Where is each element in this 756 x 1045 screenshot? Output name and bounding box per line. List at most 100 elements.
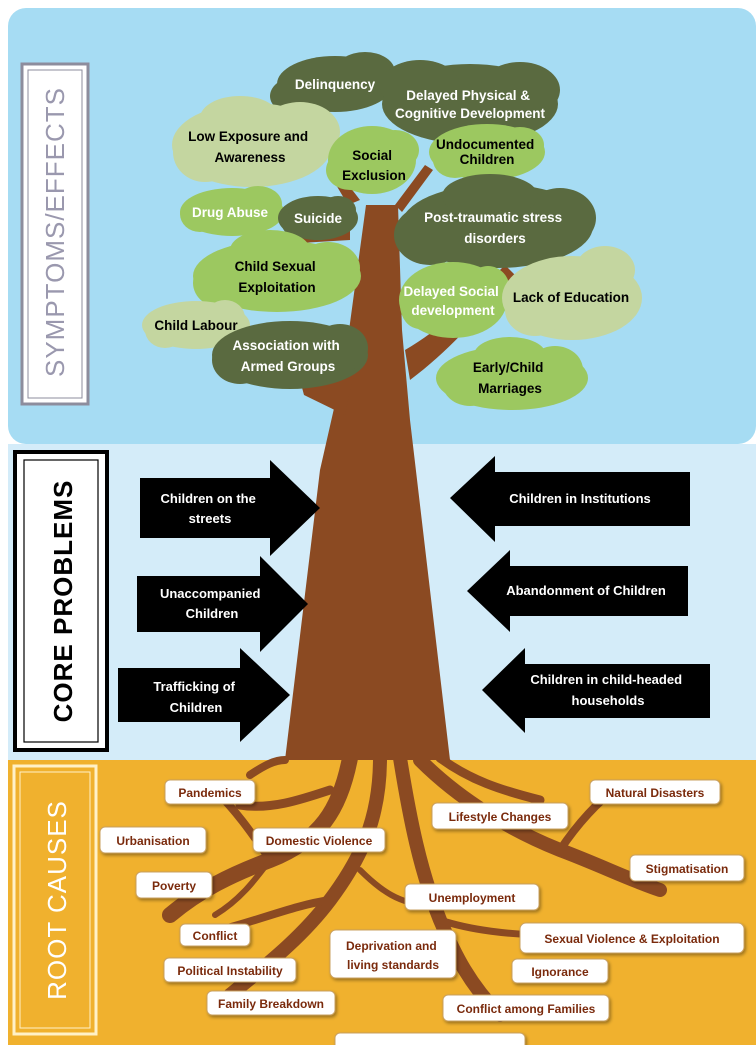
cloud-ptsd-line2: disorders — [464, 231, 526, 246]
root-pandemics — [164, 779, 256, 805]
svg-text:Children on the streets: Children on the streets — [161, 491, 260, 526]
root-conflict-label: Conflict — [193, 929, 238, 943]
arrow-child-headed-line2: households — [572, 693, 645, 708]
cloud-delayed-social-line2: development — [411, 303, 495, 318]
cloud-child-sexual-exploitation: Child Sexual Exploitation — [193, 230, 361, 312]
cloud-armed-groups-line2: Armed Groups — [241, 359, 336, 374]
cloud-child-sexual-line1: Child Sexual — [235, 259, 316, 274]
root-domestic-violence-label: Domestic Violence — [266, 834, 373, 848]
cloud-delayed-physical-line1: Delayed Physical & — [406, 88, 530, 103]
svg-text:Social Exclusion: Social Exclusion — [342, 148, 406, 183]
cloud-drug-abuse-label: Drug Abuse — [192, 205, 268, 220]
arrow-unaccompanied-line2: Children — [186, 606, 239, 621]
cloud-suicide-label: Suicide — [294, 211, 343, 226]
svg-text:Delayed Social developme: Delayed Social development — [403, 284, 502, 318]
cloud-social-exclusion: Social Exclusion — [326, 126, 419, 194]
cloud-delayed-social: Delayed Social development — [399, 262, 510, 338]
arrow-streets-line1: Children on the — [161, 491, 256, 506]
svg-text:Undocumented Children: Undocumented Children — [436, 137, 538, 167]
cloud-social-exclusion-line2: Exclusion — [342, 168, 406, 183]
svg-text:Trafficking of Children: Trafficking of Children — [153, 679, 238, 715]
root-partial-box — [334, 1032, 526, 1045]
root-sexual-violence-label: Sexual Violence & Exploitation — [544, 932, 719, 946]
cloud-delayed-physical-line2: Cognitive Development — [395, 106, 546, 121]
root-lifestyle-label: Lifestyle Changes — [449, 810, 552, 824]
cloud-armed-groups-line1: Association with — [232, 338, 339, 353]
root-deprivation — [329, 929, 457, 979]
cloud-delayed-social-line1: Delayed Social — [403, 284, 498, 299]
root-urbanisation — [99, 826, 207, 854]
arrow-children-institutions: Children in Institutions — [450, 456, 690, 542]
root-causes-title-box: ROOT CAUSES — [12, 764, 98, 1036]
cloud-child-labour: Child Labour — [142, 300, 250, 349]
root-poverty — [135, 871, 213, 899]
root-family-breakdown-label: Family Breakdown — [218, 997, 324, 1011]
root-sexual-violence — [519, 922, 745, 954]
cloud-undocumented-line2: Children — [460, 152, 515, 167]
cloud-ptsd: Post-traumatic stress disorders — [394, 174, 596, 268]
root-causes-title: ROOT CAUSES — [42, 800, 72, 1000]
arrow-children-on-streets: Children on the streets — [140, 460, 320, 556]
cloud-low-exposure: Low Exposure and Awareness — [172, 96, 340, 187]
cloud-early-marriages-line2: Marriages — [478, 381, 542, 396]
svg-text:Delayed Physical & Cogni: Delayed Physical & Cognitive Development — [395, 88, 546, 121]
cloud-delayed-physical: Delayed Physical & Cognitive Development — [380, 60, 560, 144]
arrow-unaccompanied-children: Unaccompanied Children — [137, 556, 308, 652]
root-political-instability — [163, 957, 297, 983]
cloud-early-marriages-line1: Early/Child — [473, 360, 544, 375]
arrow-institutions-label: Children in Institutions — [509, 491, 651, 506]
cloud-suicide: Suicide — [278, 196, 358, 240]
cloud-delinquency-label: Delinquency — [295, 77, 376, 92]
root-deprivation-line1: Deprivation and — [346, 939, 437, 953]
root-domestic-violence — [252, 827, 386, 853]
root-natural-disasters — [589, 779, 721, 805]
cloud-low-exposure-line1: Low Exposure and — [188, 129, 308, 144]
cloud-undocumented-line1: Undocumented — [436, 137, 534, 152]
svg-text:Post-traumatic stress di: Post-traumatic stress disorders — [424, 210, 566, 246]
root-conflict-families — [442, 994, 610, 1022]
core-problems-title: CORE PROBLEMS — [48, 480, 78, 723]
root-lifestyle-changes — [431, 802, 569, 830]
root-pandemics-label: Pandemics — [178, 786, 242, 800]
svg-text:Unaccompanied Children: Unaccompanied Children — [160, 586, 264, 621]
cloud-child-labour-label: Child Labour — [154, 318, 238, 333]
svg-text:Child Sexual Exploitatio: Child Sexual Exploitation — [235, 259, 320, 295]
arrow-child-headed-line1: Children in child-headed — [530, 672, 682, 687]
arrow-streets-line2: streets — [189, 511, 232, 526]
root-conflict — [179, 923, 251, 947]
root-political-label: Political Instability — [177, 964, 283, 978]
cloud-lack-education-label: Lack of Education — [513, 290, 629, 305]
arrow-unaccompanied-line1: Unaccompanied — [160, 586, 260, 601]
arrow-abandonment-label: Abandonment of Children — [506, 583, 666, 598]
arrow-abandonment: Abandonment of Children — [467, 550, 688, 632]
cloud-low-exposure-line2: Awareness — [214, 150, 285, 165]
core-problems-title-box: CORE PROBLEMS — [13, 450, 109, 752]
root-deprivation-line2: living standards — [347, 958, 439, 972]
cloud-child-sexual-line2: Exploitation — [238, 280, 315, 295]
root-stigmatisation-label: Stigmatisation — [646, 862, 729, 876]
cloud-early-marriages: Early/Child Marriages — [436, 337, 588, 410]
root-family-breakdown — [206, 990, 336, 1016]
cloud-armed-groups: Association with Armed Groups — [212, 321, 368, 389]
arrow-trafficking: Trafficking of Children — [118, 648, 290, 742]
svg-text:Early/Child Marriages: Early/Child Marriages — [473, 360, 547, 396]
symptoms-title: SYMPTOMS/EFFECTS — [40, 87, 70, 377]
svg-text:Children in child-headed: Children in child-headed households — [530, 672, 685, 708]
svg-text:Deprivation and living sta: Deprivation and living standards — [346, 939, 440, 972]
arrow-trafficking-line1: Trafficking of — [153, 679, 235, 694]
arrow-child-headed: Children in child-headed households — [482, 648, 710, 733]
root-natural-disasters-label: Natural Disasters — [606, 786, 705, 800]
cloud-undocumented: Undocumented Children — [429, 124, 545, 180]
cloud-lack-education: Lack of Education — [502, 246, 642, 340]
symptoms-title-box: SYMPTOMS/EFFECTS — [20, 62, 90, 406]
root-ignorance — [511, 958, 609, 984]
root-ignorance-label: Ignorance — [531, 965, 589, 979]
root-urbanisation-label: Urbanisation — [116, 834, 189, 848]
root-stigmatisation — [629, 854, 745, 882]
svg-text:Association with Armed G: Association with Armed Groups — [232, 338, 343, 374]
root-unemployment — [404, 883, 540, 911]
arrow-trafficking-line2: Children — [170, 700, 223, 715]
svg-text:Low Exposure and Awarene: Low Exposure and Awareness — [188, 129, 312, 165]
cloud-ptsd-line1: Post-traumatic stress — [424, 210, 562, 225]
